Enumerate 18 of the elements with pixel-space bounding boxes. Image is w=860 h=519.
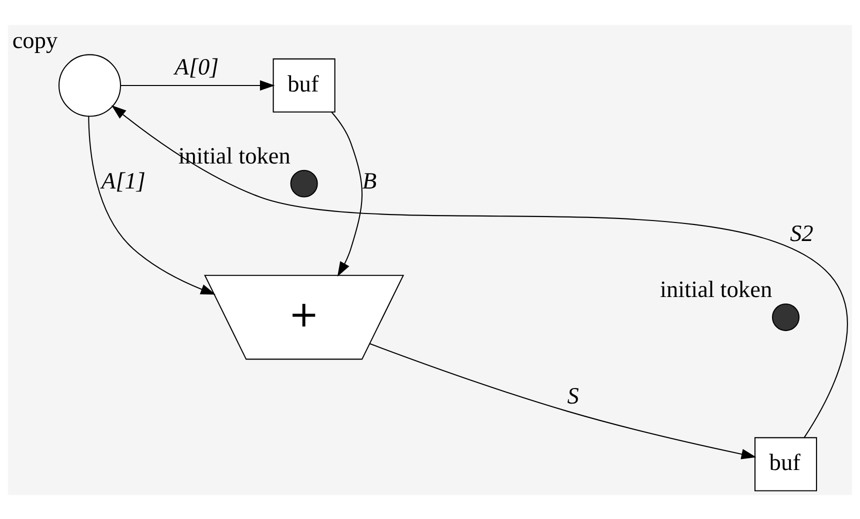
edge-label: B [362,168,377,194]
node-box: buf [754,436,818,491]
edge-label: S2 [790,220,814,247]
edge-label: S [567,382,579,409]
arrow [111,104,848,438]
node-circle [772,303,800,331]
node-circle [290,169,318,197]
node-label: initial token [660,276,772,303]
node-label: initial token [178,143,290,170]
arrow [88,116,216,294]
arrow [331,111,363,276]
arrow [369,342,756,459]
edge-label: A[0] [174,54,219,80]
node-circle [58,54,122,116]
node-label: copy [12,27,58,54]
node-box: buf [272,58,336,112]
edge-label: A[1] [101,168,146,194]
arrow [120,80,275,90]
